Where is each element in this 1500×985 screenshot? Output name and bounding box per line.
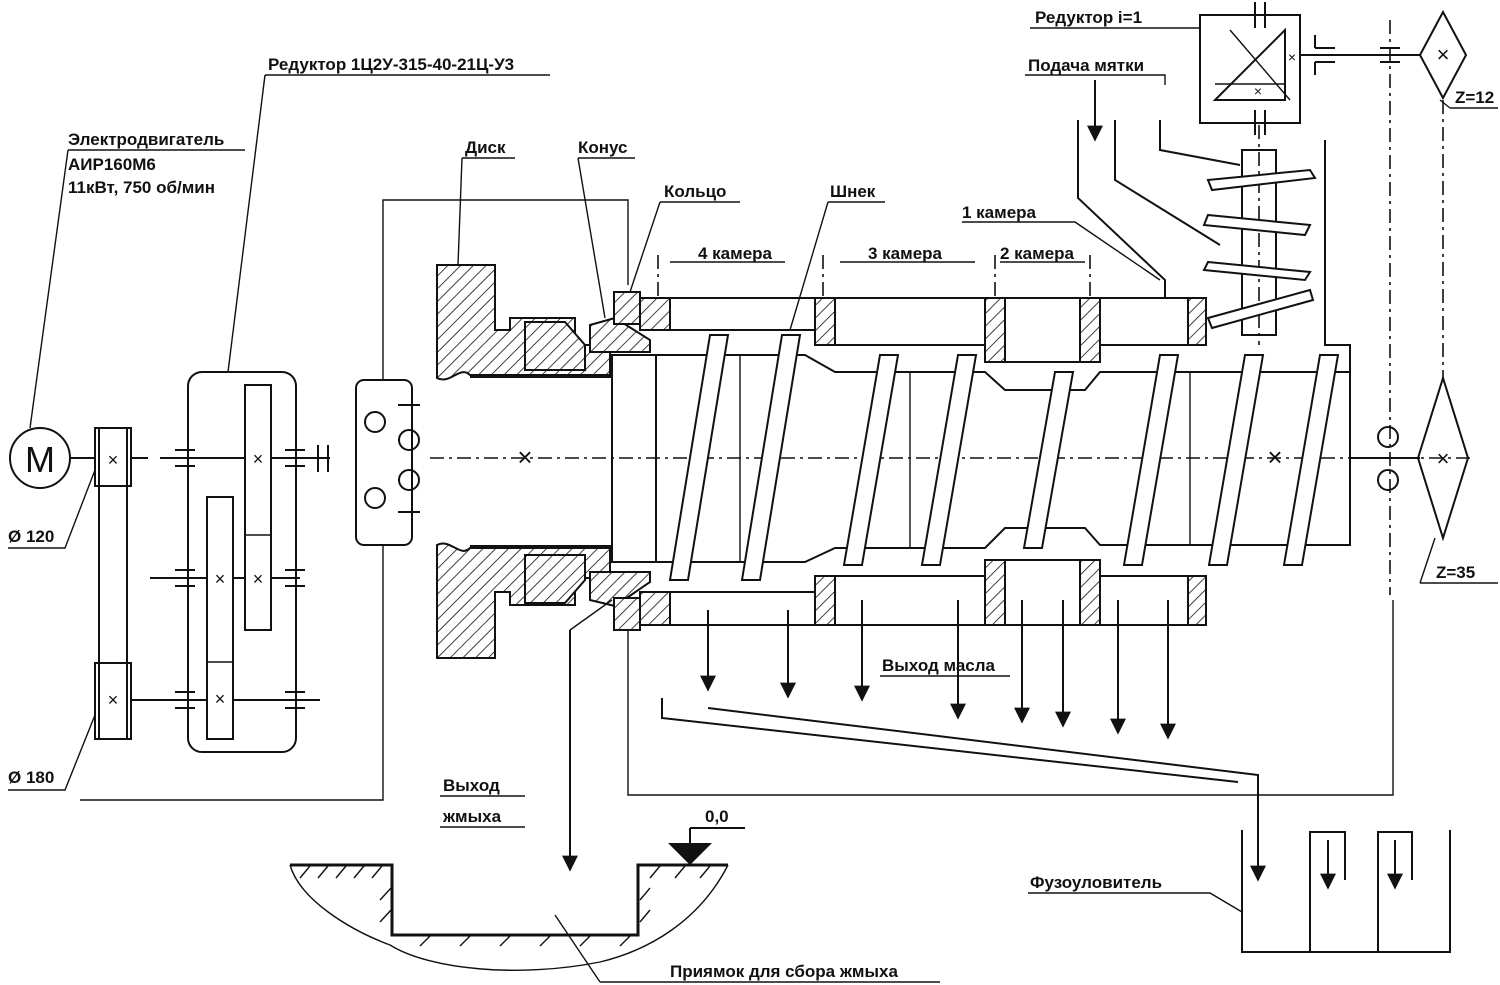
discharge-disk-cone <box>436 264 651 659</box>
svg-text:×: × <box>1288 49 1296 65</box>
svg-text:×: × <box>108 450 119 470</box>
label-oil-out: Выход масла <box>882 656 996 675</box>
label-feed: Подача мятки <box>1028 56 1144 75</box>
motor-symbol: M <box>25 439 55 480</box>
label-motor-title: Электродвигатель <box>68 130 224 149</box>
chain-drive: × × <box>1350 9 1470 595</box>
barrel-cage <box>639 255 1207 626</box>
label-level: 0,0 <box>705 807 729 826</box>
svg-text:×: × <box>517 442 532 472</box>
label-reducer-main: Редуктор 1Ц2У-315-40-21Ц-У3 <box>268 55 514 74</box>
svg-text:×: × <box>1254 83 1262 99</box>
svg-text:×: × <box>215 569 226 589</box>
electric-motor: M <box>9 427 95 489</box>
label-disk: Диск <box>465 138 506 157</box>
feed-reducer: × × <box>1077 2 1420 372</box>
label-motor-spec: 11кВт, 750 об/мин <box>68 178 215 197</box>
oil-trough <box>661 698 1266 882</box>
label-cake-out-1: Выход <box>443 776 500 795</box>
label-cone: Конус <box>578 138 628 157</box>
label-motor-model: АИР160М6 <box>68 155 156 174</box>
label-pit: Приямок для сбора жмыха <box>670 962 898 981</box>
label-pulley-small: Ø 120 <box>8 527 54 546</box>
svg-text:×: × <box>1437 446 1450 471</box>
label-reducer-i1: Редуктор i=1 <box>1035 8 1142 27</box>
label-chamber-2: 2 камера <box>1000 244 1075 263</box>
label-chamber-1: 1 камера <box>962 203 1037 222</box>
svg-text:×: × <box>215 689 226 709</box>
label-pulley-large: Ø 180 <box>8 768 54 787</box>
svg-text:×: × <box>1267 442 1282 472</box>
label-chamber-3: 3 камера <box>868 244 943 263</box>
label-ring: Кольцо <box>664 182 726 201</box>
label-z12: Z=12 <box>1455 88 1494 107</box>
leader-lines <box>8 27 1498 983</box>
svg-text:×: × <box>108 690 119 710</box>
label-fuzz-trap: Фузоуловитель <box>1030 873 1162 892</box>
screw-shaft: × × <box>517 334 1351 581</box>
svg-text:×: × <box>253 449 264 469</box>
label-chamber-4: 4 камера <box>698 244 773 263</box>
label-cake-out-2: жмыха <box>442 807 502 826</box>
fuzz-trap <box>1241 830 1451 953</box>
svg-text:×: × <box>1437 42 1450 67</box>
label-screw: Шнек <box>830 182 876 201</box>
thrust-bearing-unit <box>355 379 420 546</box>
label-z35: Z=35 <box>1436 563 1475 582</box>
main-reducer: × × × × <box>131 371 330 753</box>
cake-pit <box>289 599 745 971</box>
svg-text:×: × <box>253 569 264 589</box>
oil-outlet-arrows <box>700 600 1176 740</box>
